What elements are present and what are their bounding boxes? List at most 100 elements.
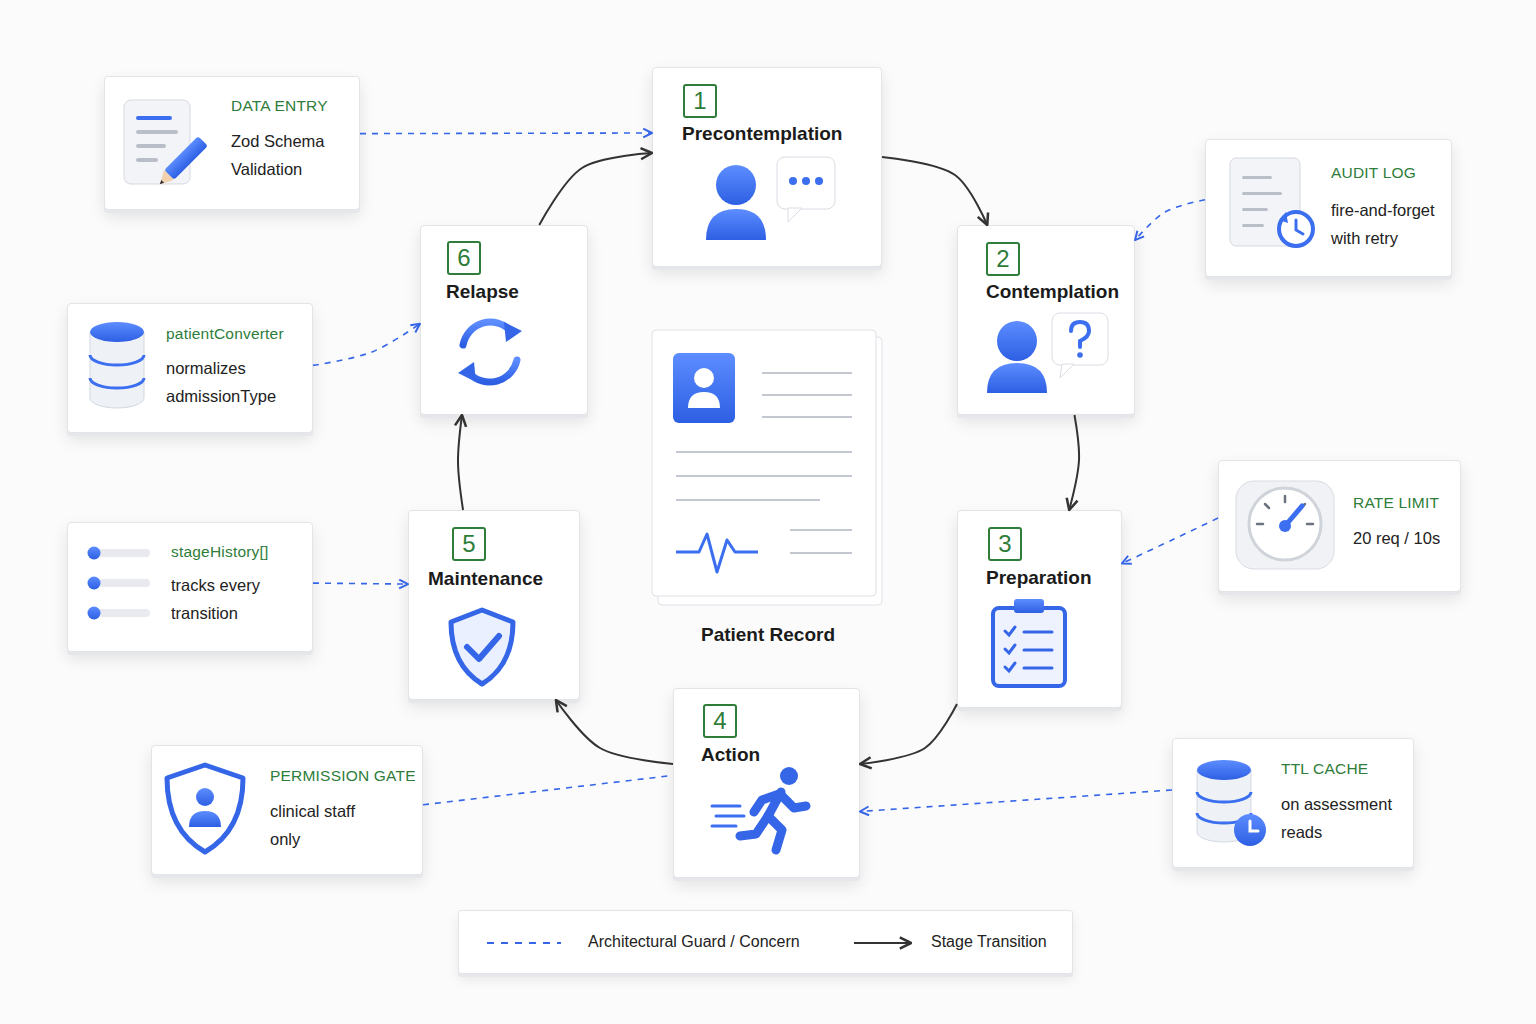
clipboard-icon (993, 608, 1065, 686)
stage-box: Relapse6 (420, 225, 588, 415)
legend-box: Architectural Guard / ConcernStage Trans… (458, 910, 1073, 974)
guard-card: TTL CACHEon assessment reads (1172, 738, 1414, 868)
database-icon (90, 322, 144, 408)
person-speech-icon (706, 209, 766, 240)
list-icon (88, 577, 101, 590)
record-document (762, 372, 852, 374)
person-question-icon (1077, 352, 1083, 358)
clipboard-icon (993, 599, 1065, 686)
database-icon (90, 378, 144, 388)
cache-icon (1197, 760, 1251, 780)
cycle-icon (458, 362, 476, 382)
guard-connector (313, 583, 408, 584)
person-question-icon (1052, 313, 1108, 365)
stage-title: Contemplation (986, 281, 1119, 303)
runner-icon (754, 794, 779, 812)
person-speech-icon (716, 165, 756, 205)
cache-icon (1197, 760, 1266, 846)
stage-title: Maintenance (428, 568, 543, 590)
cycle-icon (463, 322, 511, 345)
list-icon (96, 579, 150, 587)
patient-record: Patient Record (648, 328, 888, 650)
list-icon (88, 607, 101, 620)
card-body: normalizes admissionType (166, 354, 306, 410)
person-speech-icon (802, 177, 810, 185)
stage-number-box: 3 (988, 527, 1022, 561)
stage-number-box: 2 (986, 242, 1020, 276)
card-body: Zod Schema Validation (231, 127, 351, 183)
gauge-icon (1279, 520, 1291, 532)
stage-title: Relapse (446, 281, 519, 303)
transition-arrow (1069, 415, 1079, 510)
stage-number-box: 1 (683, 84, 717, 118)
record-document (652, 330, 882, 605)
person-question-icon (1071, 322, 1089, 347)
clipboard-icon (1005, 663, 1015, 671)
log-icon (1242, 208, 1268, 211)
guard-card: patientConverternormalizes admissionType (67, 303, 313, 433)
cache-icon (1197, 770, 1251, 842)
form-icon (164, 136, 208, 180)
runner-icon (740, 792, 806, 850)
arrow-line-sample (854, 942, 911, 944)
record-document (673, 353, 735, 423)
transition-arrow (860, 704, 957, 764)
person-question-icon (1060, 364, 1074, 378)
record-document (676, 534, 758, 572)
guard-connector (1122, 518, 1218, 563)
list-icon (96, 549, 150, 557)
log-icon (1242, 224, 1264, 227)
person-question-icon (997, 321, 1037, 361)
shield-check-icon (451, 610, 513, 684)
gauge-icon (1257, 496, 1313, 524)
cache-icon (1197, 792, 1251, 802)
shield-user-icon (167, 765, 243, 852)
log-icon (1242, 192, 1282, 195)
card-title: PERMISSION GATE (270, 767, 416, 785)
card-title: stageHistory[] (171, 543, 269, 561)
gauge-icon (1249, 488, 1321, 560)
person-question-icon (987, 313, 1108, 393)
person-speech-icon (706, 157, 835, 240)
gauge-icon (1301, 504, 1305, 508)
shield-user-icon (167, 765, 243, 852)
guard-card: AUDIT LOGfire-and-forget with retry (1205, 139, 1452, 277)
gauge-icon (1265, 504, 1269, 508)
form-icon (136, 116, 172, 120)
person-speech-icon (789, 177, 797, 185)
record-document (652, 330, 876, 596)
stage-title: Preparation (986, 567, 1092, 589)
shield-user-icon (196, 788, 214, 806)
stage-box: Precontemplation1 (652, 67, 882, 267)
gauge-icon (1236, 481, 1334, 569)
guard-connector (860, 790, 1172, 812)
form-icon (136, 130, 178, 134)
runner-icon (768, 816, 782, 850)
log-icon (1296, 220, 1303, 234)
stage-number: 2 (996, 247, 1009, 271)
transition-arrow (458, 415, 463, 510)
shield-user-icon (189, 811, 221, 827)
list-icon (96, 609, 150, 617)
card-body: tracks every transition (171, 571, 296, 627)
gauge-icon (1307, 523, 1313, 526)
record-document (762, 416, 852, 418)
clipboard-icon (1024, 631, 1052, 634)
card-title: DATA ENTRY (231, 97, 328, 115)
card-title: TTL CACHE (1281, 760, 1368, 778)
guard-connector (360, 132, 652, 134)
clipboard-icon (1005, 627, 1052, 671)
stage-number: 1 (693, 89, 706, 113)
transition-arrow (539, 153, 652, 225)
form-icon (124, 100, 190, 184)
clipboard-icon (1005, 627, 1015, 635)
runner-icon (712, 806, 744, 826)
record-document (676, 373, 852, 553)
log-icon (1279, 212, 1288, 223)
guard-card: RATE LIMIT20 req / 10s (1218, 460, 1461, 592)
runner-icon (740, 816, 768, 836)
log-icon (1230, 158, 1313, 246)
person-speech-icon (788, 208, 802, 222)
shield-check-icon (467, 636, 499, 659)
log-icon (1279, 212, 1313, 246)
